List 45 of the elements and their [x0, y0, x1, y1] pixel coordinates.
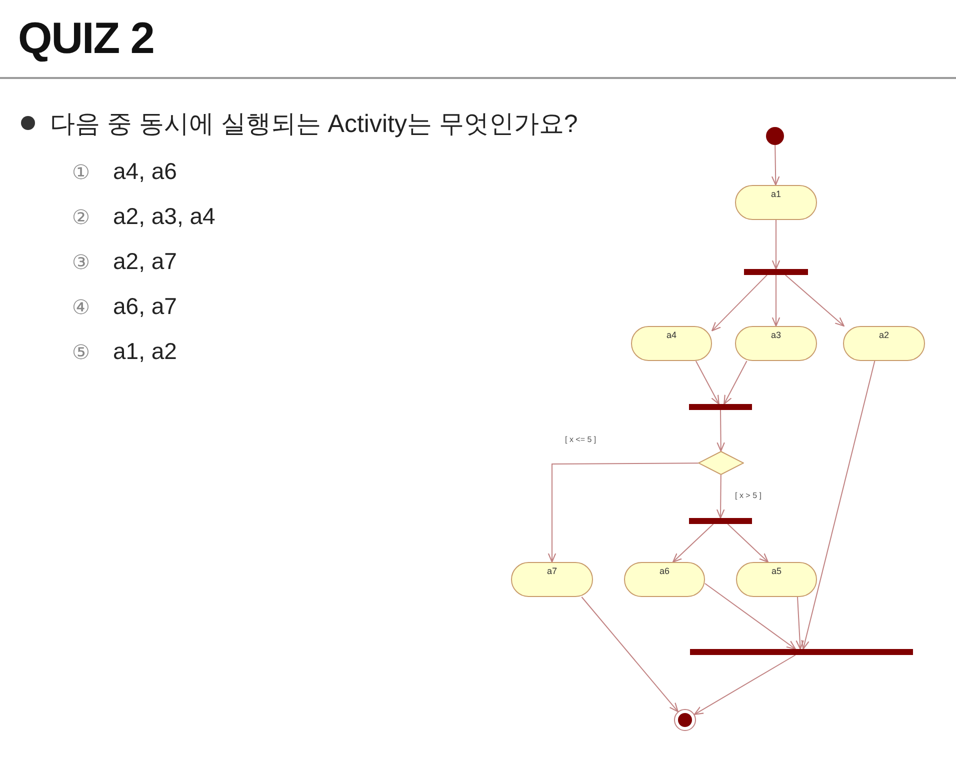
- arrow: [695, 360, 720, 405]
- activity-box: a2: [843, 326, 925, 361]
- question-text: 다음 중 동시에 실행되는 Activity는 무엇인가요?: [50, 109, 578, 140]
- arrow: [672, 524, 714, 563]
- activity-box: a6: [624, 562, 705, 597]
- arrow: [784, 274, 844, 327]
- arrow: [711, 274, 768, 332]
- activity-box: a1: [735, 185, 817, 220]
- option-text: a1, a2: [113, 338, 177, 365]
- final-node: [674, 709, 696, 731]
- edge-label: [ x > 5 ]: [733, 491, 764, 500]
- decision-diamond: [698, 451, 744, 475]
- activity-box: a7: [511, 562, 593, 597]
- option-number: ①: [72, 161, 90, 185]
- option-number: ④: [72, 296, 90, 320]
- arrow: [796, 596, 804, 650]
- arrow: [548, 462, 699, 563]
- arrow: [704, 583, 796, 650]
- initial-node: [766, 127, 784, 145]
- option-text: a2, a3, a4: [113, 203, 216, 230]
- option-number: ②: [72, 206, 90, 230]
- arrow: [581, 596, 678, 712]
- activity-box: a5: [736, 562, 817, 597]
- arrow: [694, 654, 796, 715]
- sync-bar: [690, 649, 913, 655]
- arrow: [772, 274, 780, 327]
- sync-bar: [689, 518, 752, 524]
- option-text: a4, a6: [113, 158, 177, 185]
- activity-box: a3: [735, 326, 817, 361]
- sync-bar: [744, 269, 808, 275]
- option-text: a6, a7: [113, 293, 177, 320]
- edge-label: [ x <= 5 ]: [563, 435, 598, 444]
- arrow: [724, 360, 748, 405]
- sync-bar: [689, 404, 752, 410]
- arrow: [727, 524, 769, 563]
- arrow: [801, 360, 876, 650]
- activity-box: a4: [631, 326, 712, 361]
- arrow: [771, 144, 780, 186]
- option-number: ⑤: [72, 341, 90, 365]
- arrow: [772, 220, 780, 270]
- arrow: [716, 474, 725, 519]
- option-number: ③: [72, 251, 90, 275]
- title: QUIZ 2: [18, 14, 154, 64]
- arrow: [716, 410, 725, 452]
- option-text: a2, a7: [113, 248, 177, 275]
